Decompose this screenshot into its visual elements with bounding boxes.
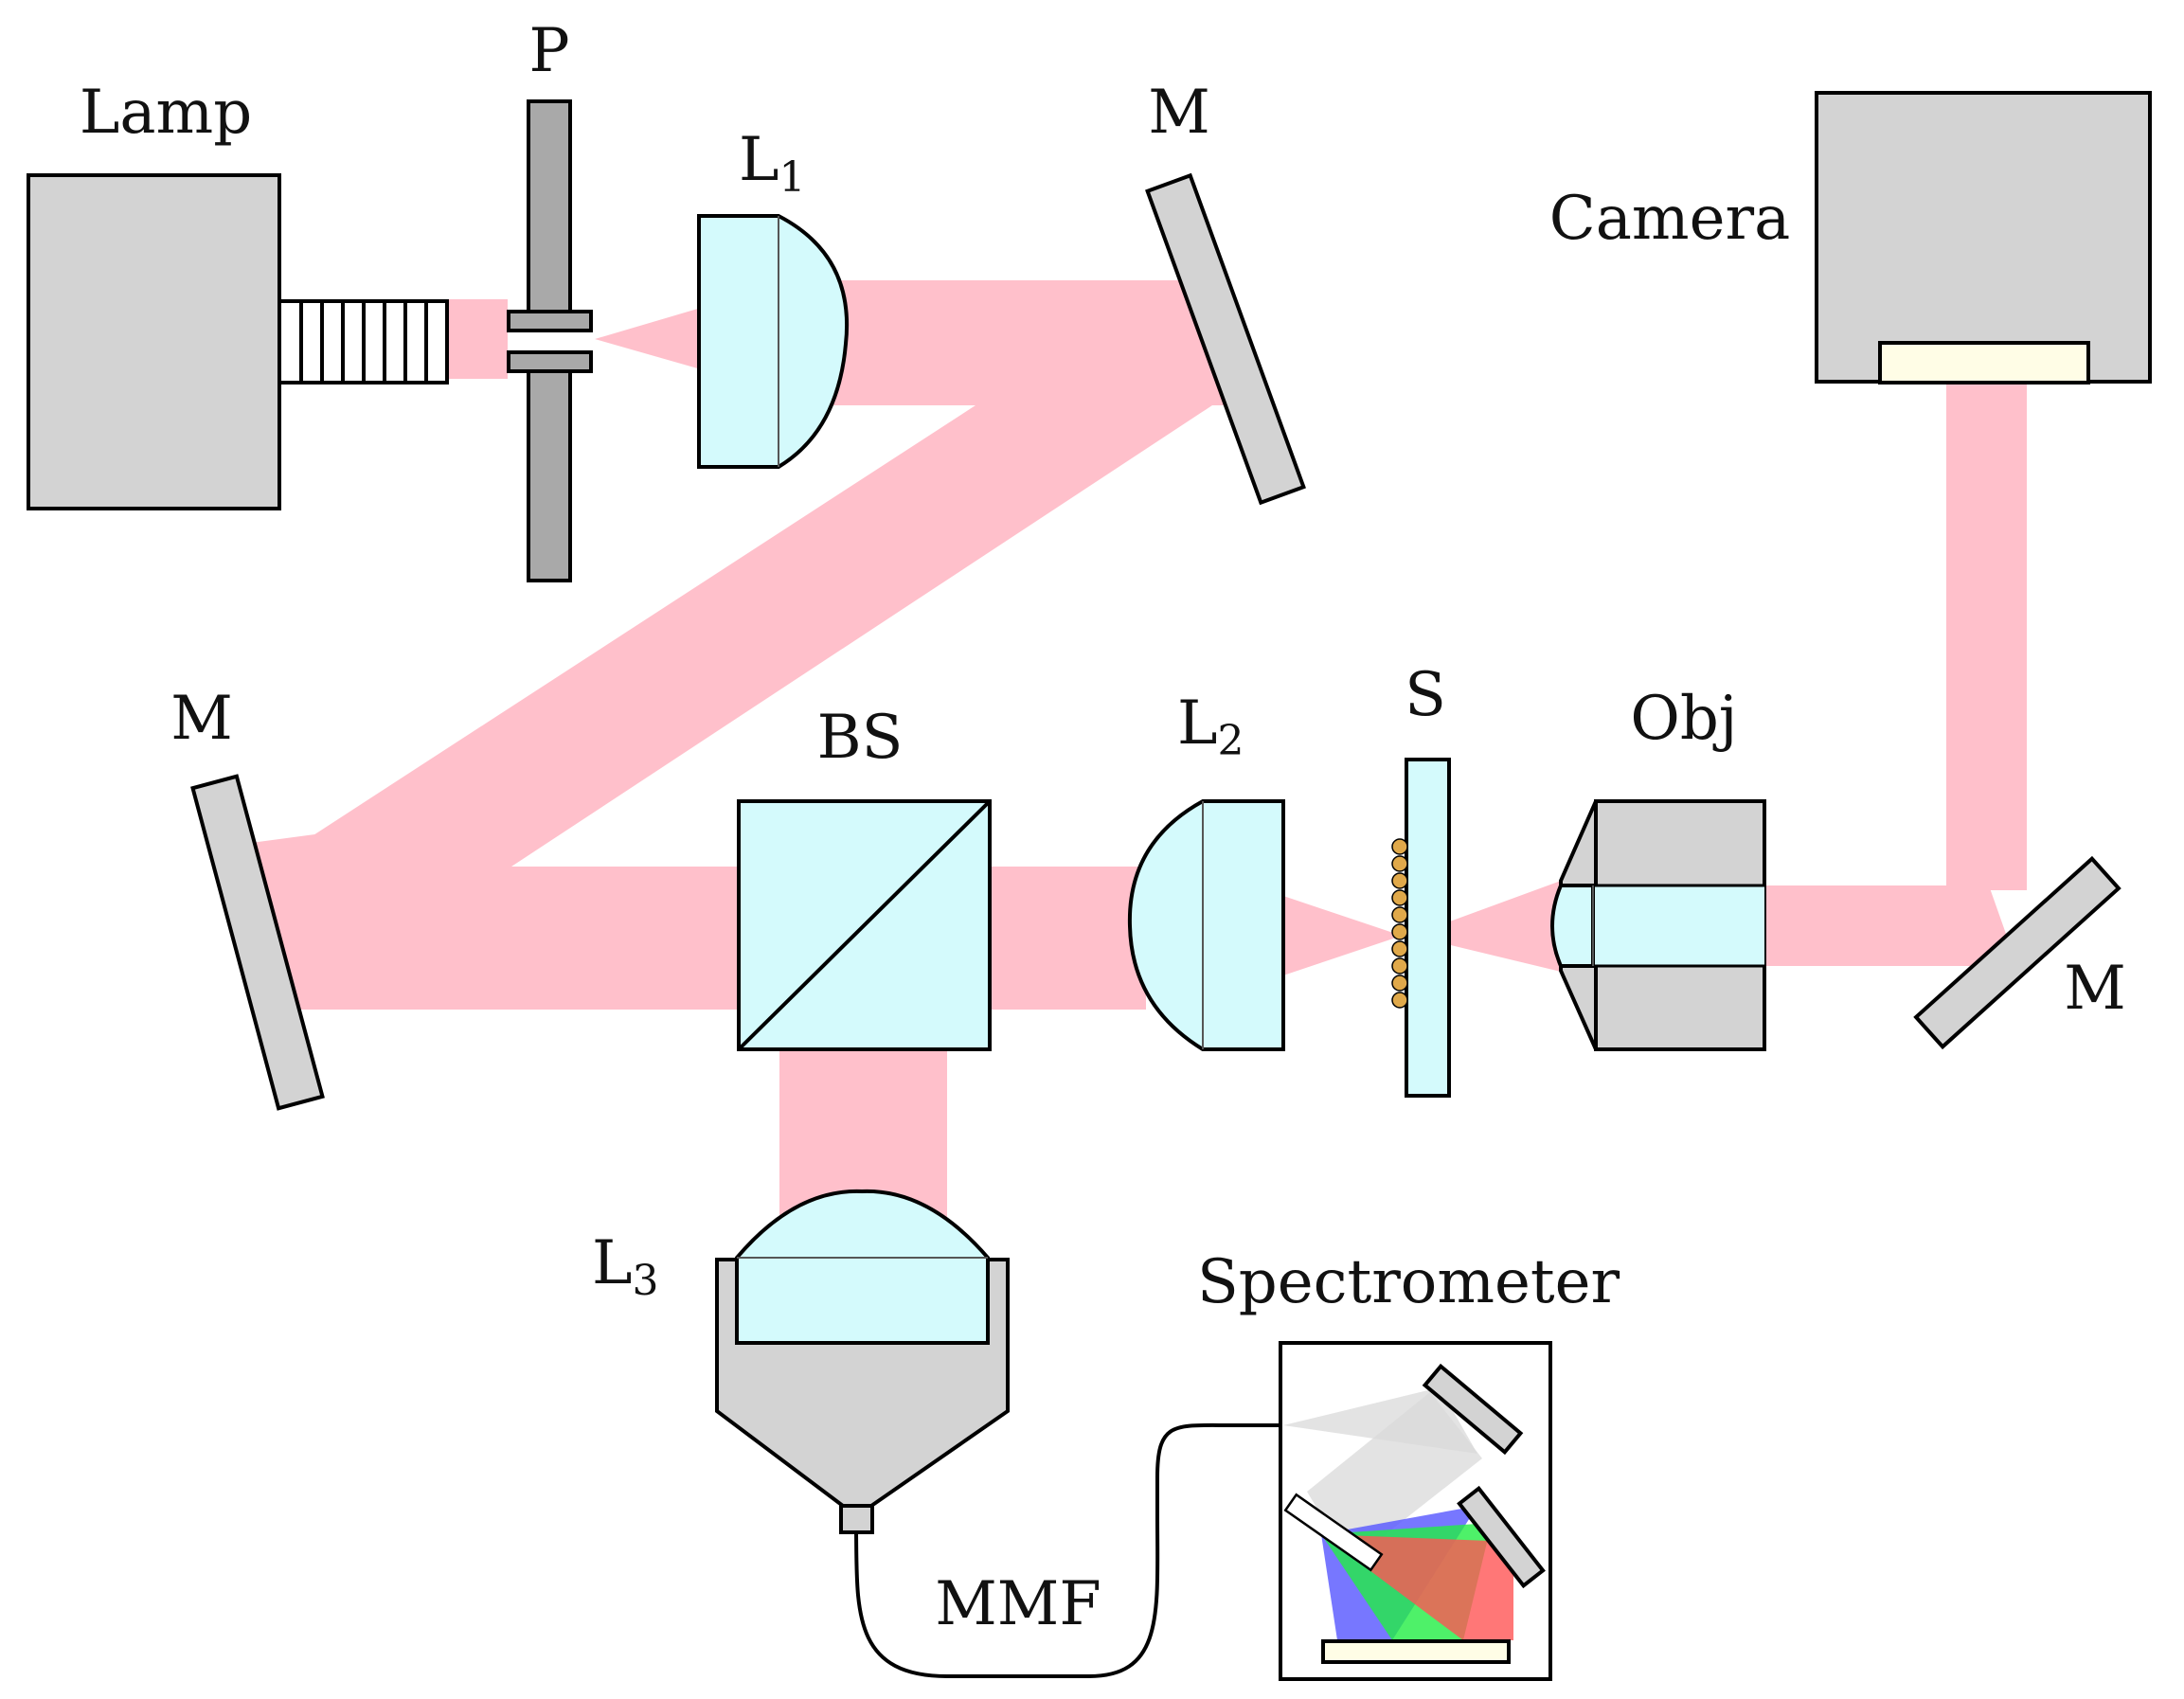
lens-l2-label: L2 xyxy=(1177,689,1244,765)
sample-slide xyxy=(1405,758,1451,1098)
spectrometer-mirror-1 xyxy=(1422,1363,1524,1456)
camera-label: Camera xyxy=(1549,184,1790,254)
pinhole-lower-bar xyxy=(527,369,572,582)
beam-mirror-to-camera xyxy=(1946,384,2027,890)
pinhole xyxy=(507,99,593,582)
particle xyxy=(1391,855,1408,872)
beam-bs-to-l2 xyxy=(985,867,1146,1010)
mirror-top-label: M xyxy=(1148,78,1210,148)
objective-front-lens xyxy=(1550,884,1595,968)
particle xyxy=(1391,975,1408,992)
fiber-coupler xyxy=(715,1189,1010,1534)
particle xyxy=(1391,923,1408,940)
lamp-fin-lines xyxy=(299,301,428,383)
beam-l2-focus-cone xyxy=(1283,896,1402,975)
multimode-fiber xyxy=(854,1422,1280,1678)
lamp-housing xyxy=(27,173,281,510)
light-beams xyxy=(251,280,2027,1231)
spectrometer-collimated-beam xyxy=(1307,1392,1482,1563)
lens-l1 xyxy=(697,214,849,469)
beamsplitter xyxy=(737,799,992,1051)
particle xyxy=(1391,957,1408,975)
particle xyxy=(1391,838,1408,855)
sample-particles xyxy=(1391,838,1408,1009)
mirror-left-label: M xyxy=(170,684,233,754)
beamsplitter-label: BS xyxy=(817,703,904,773)
beam-lamp-to-pinhole xyxy=(447,299,508,379)
lens-l3 xyxy=(735,1189,990,1345)
spectrometer-label: Spectrometer xyxy=(1197,1247,1620,1317)
camera-sensor xyxy=(1878,341,2090,385)
spectrometer xyxy=(1279,1341,1552,1681)
particle xyxy=(1391,940,1408,957)
particle xyxy=(1391,872,1408,889)
lens-l1-label: L1 xyxy=(739,125,806,202)
objective-label: Obj xyxy=(1630,684,1737,754)
fiber-coupler-ferrule xyxy=(839,1504,874,1534)
mirror-top xyxy=(1145,172,1306,506)
lamp xyxy=(27,173,449,510)
fiber-label: MMF xyxy=(935,1569,1101,1639)
pinhole-lower-flange xyxy=(507,350,593,373)
pinhole-upper-flange xyxy=(507,310,593,332)
mirror-right xyxy=(1913,855,2121,1050)
lens-l3-label: L3 xyxy=(592,1228,659,1305)
beamsplitter-diagonal xyxy=(737,799,992,1051)
beam-bs-to-l3 xyxy=(779,1049,947,1231)
particle xyxy=(1391,889,1408,906)
pinhole-label: P xyxy=(528,16,569,86)
lens-l2 xyxy=(1127,799,1285,1051)
lamp-label: Lamp xyxy=(80,78,252,148)
sample-label: S xyxy=(1405,660,1446,730)
beam-l1-to-mirror xyxy=(779,280,1231,405)
spectrometer-grating xyxy=(1283,1493,1384,1572)
particle xyxy=(1391,906,1408,923)
beam-pinhole-focus-cone xyxy=(595,308,701,369)
spectrometer-mirror-2 xyxy=(1457,1485,1546,1589)
beam-objective-to-mirror xyxy=(1762,885,2017,966)
sample xyxy=(1391,758,1451,1098)
mirror-right-label: M xyxy=(2064,954,2126,1024)
beam-objective-collection-cone xyxy=(1411,881,1561,972)
beam-left-mirror-to-bs xyxy=(251,833,739,1010)
objective xyxy=(1550,799,1766,1051)
particle xyxy=(1391,992,1408,1009)
mirror-left xyxy=(190,774,325,1111)
beam-mirror-diagonal xyxy=(265,405,1212,867)
pinhole-upper-bar xyxy=(527,99,572,313)
spectrometer-detector xyxy=(1321,1639,1511,1664)
camera-body xyxy=(1815,91,2152,384)
